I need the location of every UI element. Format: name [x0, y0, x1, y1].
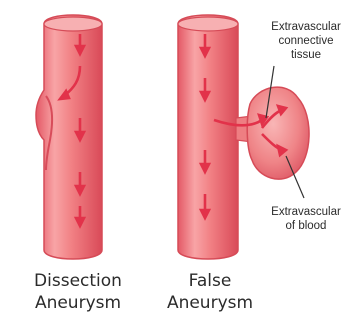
label-extravascular-connective-tissue: Extravascular connective tissue [254, 20, 358, 62]
dissection-vessel-top-opening [44, 17, 102, 31]
caption-dissection-aneurysm: Dissection Aneurysm [18, 270, 138, 314]
label-connective-line1: Extravascular [254, 20, 358, 34]
dissection-vessel-wall [36, 15, 102, 259]
caption-dissection-line2: Aneurysm [18, 292, 138, 314]
caption-dissection-line1: Dissection [18, 270, 138, 292]
dissection-vessel [36, 15, 102, 259]
label-blood-line2: of blood [254, 219, 358, 233]
label-connective-line3: tissue [254, 48, 358, 62]
caption-false-line1: False [150, 270, 270, 292]
label-extravascular-blood: Extravascular of blood [254, 205, 358, 233]
label-connective-line2: connective [254, 34, 358, 48]
caption-false-line2: Aneurysm [150, 292, 270, 314]
caption-false-aneurysm: False Aneurysm [150, 270, 270, 314]
label-blood-line1: Extravascular [254, 205, 358, 219]
false-aneurysm-vessel-top-opening [178, 17, 238, 31]
extravascular-blood-sac [247, 87, 309, 179]
